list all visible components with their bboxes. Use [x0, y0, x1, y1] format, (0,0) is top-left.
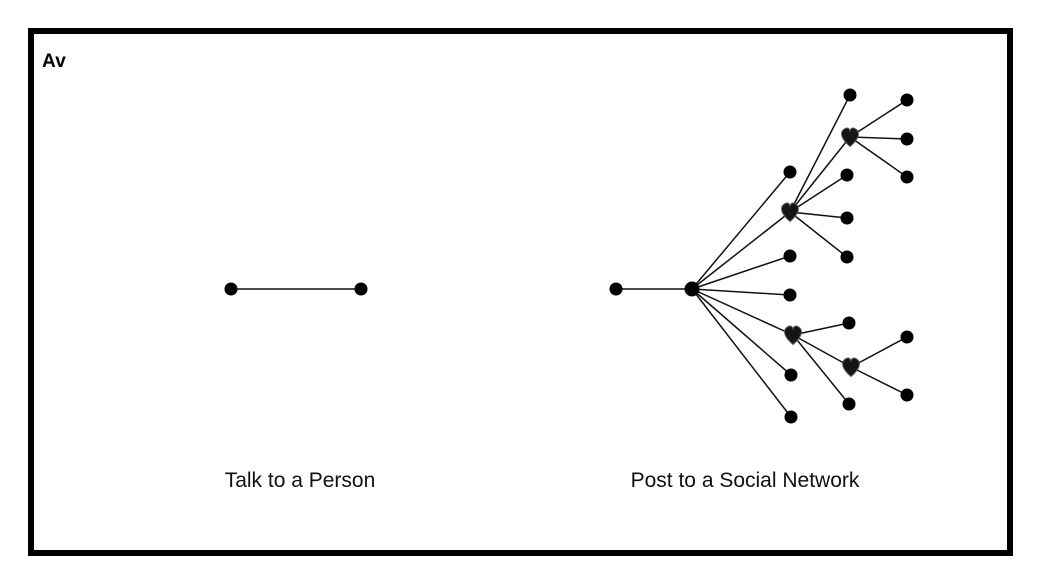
reshare-node-3[interactable] [900, 132, 914, 146]
edges-layer [230, 94, 908, 418]
graph-edge [792, 334, 850, 405]
sharer-heart-node-1[interactable] [781, 202, 799, 223]
graph-edge [792, 322, 850, 336]
reshare-node-9[interactable] [842, 397, 856, 411]
graph-edge [691, 288, 792, 376]
graph-edge [849, 136, 908, 140]
follower-node-4[interactable] [784, 368, 798, 382]
caption-talk-to-a-person: Talk to a Person [224, 469, 376, 492]
reshare-node-10[interactable] [900, 330, 914, 344]
graph-edge [691, 211, 791, 290]
graph-edge [849, 136, 908, 178]
sharer-heart-node-4[interactable] [842, 357, 860, 378]
graph-edge [691, 288, 792, 418]
graph-edge [850, 336, 908, 368]
follower-node-2[interactable] [783, 249, 797, 263]
panel-label: Av [42, 51, 66, 72]
listener-node[interactable] [354, 282, 368, 296]
follower-node-3[interactable] [783, 288, 797, 302]
reshare-node-6[interactable] [840, 211, 854, 225]
reshare-node-11[interactable] [900, 388, 914, 402]
graph-edge [792, 334, 852, 368]
follower-node-5[interactable] [784, 410, 798, 424]
graph-edge [789, 211, 848, 258]
graph-edge [789, 136, 851, 213]
graph-edge [789, 174, 848, 213]
graph-edge [850, 366, 908, 396]
nodes-layer [224, 88, 914, 424]
graph-edge [849, 99, 908, 138]
origin-node[interactable] [609, 282, 623, 296]
sharer-heart-node-3[interactable] [784, 325, 802, 346]
graph-edge [691, 171, 791, 290]
sharer-heart-node-2[interactable] [841, 127, 859, 148]
reshare-node-2[interactable] [900, 93, 914, 107]
poster-hub-node[interactable] [684, 281, 700, 297]
graph-edge [691, 288, 794, 336]
speaker-node[interactable] [224, 282, 238, 296]
graph-edge [789, 211, 848, 219]
reshare-node-8[interactable] [842, 316, 856, 330]
reshare-node-7[interactable] [840, 250, 854, 264]
follower-node-1[interactable] [783, 165, 797, 179]
graph-edge [691, 288, 791, 296]
reshare-node-4[interactable] [900, 170, 914, 184]
reshare-node-5[interactable] [840, 168, 854, 182]
graph-edge [691, 255, 791, 290]
graph-edge [789, 94, 851, 213]
reshare-node-1[interactable] [843, 88, 857, 102]
caption-post-to-a-social-network: Post to a Social Network [630, 469, 860, 492]
figure-border-frame [28, 28, 1013, 556]
